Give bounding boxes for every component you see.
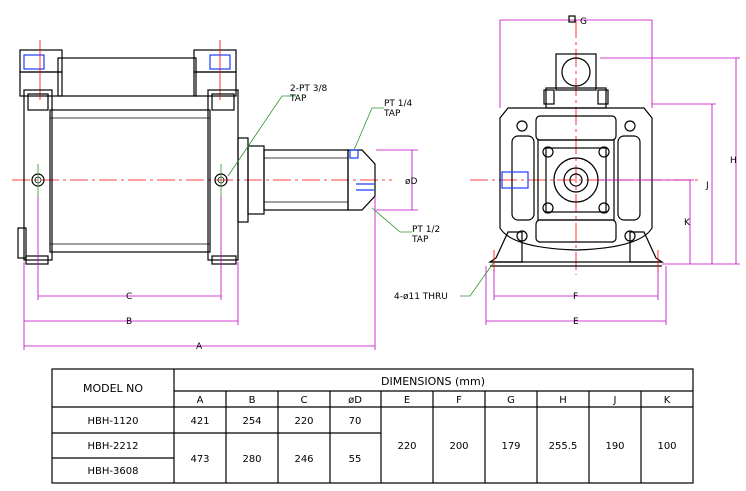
dim-g-label: G xyxy=(580,17,587,27)
dim-b-label: B xyxy=(126,317,132,327)
col-header-h: H xyxy=(559,395,567,406)
cell-k: 100 xyxy=(657,441,676,452)
cell-1120-b: 254 xyxy=(242,416,261,427)
col-header-k: K xyxy=(664,395,671,406)
col-header-c: C xyxy=(301,395,308,406)
col-header-j: J xyxy=(613,395,617,406)
model-hbh-3608: HBH-3608 xyxy=(88,466,139,477)
od-dim-label: øD xyxy=(405,177,418,187)
col-header-b: B xyxy=(249,395,256,406)
cell-2212-a: 473 xyxy=(190,454,209,465)
dim-j-label: J xyxy=(705,181,709,191)
tap-14-label: PT 1/4 xyxy=(384,99,413,109)
col-header-e: E xyxy=(404,395,410,406)
dim-e-label: E xyxy=(573,317,579,327)
tap-38-label-2: TAP xyxy=(289,94,307,104)
cell-j: 190 xyxy=(605,441,624,452)
model-hbh-1120: HBH-1120 xyxy=(88,416,139,427)
dim-h-label: H xyxy=(730,156,737,166)
tap-12-label-2: TAP xyxy=(411,235,429,245)
model-hbh-2212: HBH-2212 xyxy=(88,441,139,452)
dimensions-header: DIMENSIONS (mm) xyxy=(381,375,485,388)
cell-h: 255.5 xyxy=(549,441,578,452)
model-no-header: MODEL NO xyxy=(83,382,143,395)
side-view: 2-PT 3/8 TAP PT 1/4 TAP PT 1/2 TAP øD C … xyxy=(12,40,440,352)
dim-f-label: F xyxy=(573,292,578,302)
front-view: G H J K F E 4-ø11 THRU xyxy=(394,15,740,327)
col-header-a: A xyxy=(197,395,204,406)
dim-k-label: K xyxy=(684,218,691,228)
thru-holes-label: 4-ø11 THRU xyxy=(394,292,448,302)
cell-e: 220 xyxy=(397,441,416,452)
dim-c-label: C xyxy=(126,292,132,302)
col-header-d: øD xyxy=(348,395,362,406)
tap-14-label-2: TAP xyxy=(383,109,401,119)
dim-a-label: A xyxy=(196,342,203,352)
dimension-table: MODEL NO DIMENSIONS (mm) A B C øD E F G … xyxy=(51,368,694,484)
col-header-g: G xyxy=(507,395,515,406)
cell-1120-a: 421 xyxy=(190,416,209,427)
tap-38-label: 2-PT 3/8 xyxy=(290,84,328,94)
cell-2212-d: 55 xyxy=(349,454,362,465)
cell-g: 179 xyxy=(501,441,520,452)
cell-2212-c: 246 xyxy=(294,454,313,465)
cell-1120-d: 70 xyxy=(349,416,362,427)
cell-1120-c: 220 xyxy=(294,416,313,427)
cell-f: 200 xyxy=(449,441,468,452)
cell-2212-b: 280 xyxy=(242,454,261,465)
tap-12-label: PT 1/2 xyxy=(412,225,440,235)
col-header-f: F xyxy=(456,395,462,406)
